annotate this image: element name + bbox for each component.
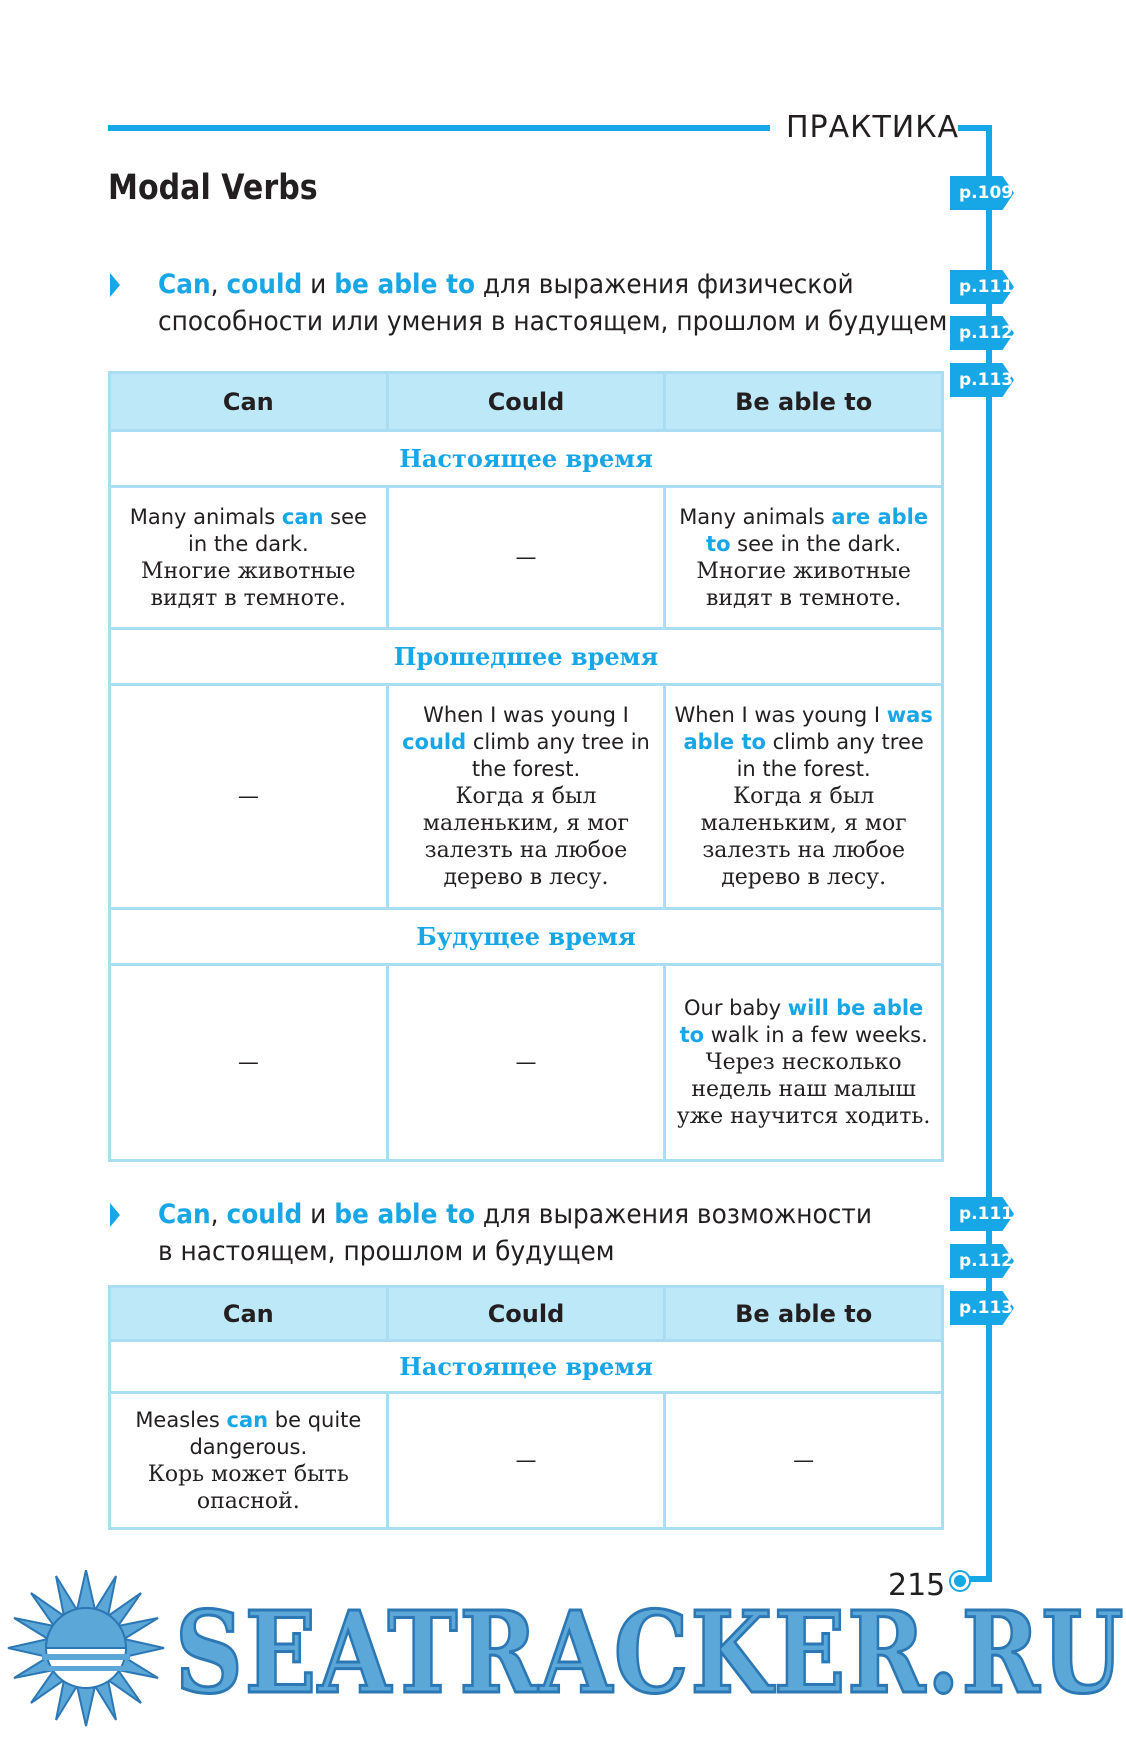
intro-comma: , [210,1199,219,1230]
bullet-marker-icon [110,273,120,297]
cell-present-can: Measles can be quite dangerous. Корь мож… [108,1391,389,1530]
column-header-be-able-to: Be able to [663,1285,944,1342]
side-rail-bottom [960,1576,992,1582]
tense-label-past: Прошедшее время [108,627,944,686]
page-title: Modal Verbs [108,168,318,208]
table-row: — — Our baby will be able to walk in a f… [108,963,944,1162]
example-ru: Многие животные видят в темноте. [141,558,356,611]
intro-rest: для выражения возможности [482,1199,873,1230]
page-number: 215 [888,1568,946,1603]
example-en: Many animals are able to see in the dark… [679,504,929,556]
bullet-marker-icon [110,1203,120,1227]
keyword-could: could [226,1199,303,1230]
tense-row-present: Настоящее время [108,1339,944,1394]
table-row: Many animals can see in the dark. Многие… [108,485,944,630]
cell-present-can: Many animals can see in the dark. Многие… [108,485,389,630]
ref-tab-p109[interactable]: p.109 [950,176,1014,210]
example-ru: Когда я был маленьким, я мог залезть на … [700,784,907,890]
cell-future-can: — [108,963,389,1162]
cell-future-could: — [385,963,667,1162]
keyword-be-able-to: be able to [334,269,476,300]
block2-intro-line1: Can, could и be able to для выражения во… [158,1196,872,1233]
cell-present-be-able-to: — [663,1391,944,1530]
example-en: When I was young I could climb any tree … [402,703,650,781]
column-header-can: Can [108,1285,389,1342]
ref-tab-p112-second[interactable]: p.112 [950,1244,1014,1278]
top-rule [108,125,770,131]
cell-past-be-able-to: When I was young I was able to climb any… [663,683,944,910]
ref-tab-p113[interactable]: p.113 [950,363,1014,397]
tense-label-present: Настоящее время [108,429,944,488]
side-rail [986,127,992,1582]
keyword-can: Can [158,269,211,300]
cell-present-could: — [385,485,667,630]
example-ru: Многие животные видят в темноте. [696,558,911,611]
ref-tab-p112[interactable]: p.112 [950,316,1014,350]
block2-intro: Can, could и be able to для выражения во… [158,1196,872,1270]
keyword-be-able-to: be able to [334,1199,476,1230]
tense-row-future: Будущее время [108,907,944,966]
intro-comma: , [210,269,219,300]
keyword-can: Can [158,1199,211,1230]
block2-intro-line2: в настоящем, прошлом и будущем [158,1236,615,1267]
table-header-row: Can Could Be able to [108,1285,944,1342]
block1-intro-line1: Can, could и be able to для выражения фи… [158,266,947,303]
cell-future-be-able-to: Our baby will be able to walk in a few w… [663,963,944,1162]
ref-tab-p111-second[interactable]: p.111 [950,1197,1014,1231]
cell-past-can: — [108,683,389,910]
column-header-can: Can [108,371,389,432]
table-header-row: Can Could Be able to [108,371,944,432]
intro-rest: для выражения физической [482,269,854,300]
example-en: Our baby will be able to walk in a few w… [679,996,928,1047]
column-header-could: Could [385,371,667,432]
example-ru: Корь может быть опасной. [147,1461,349,1514]
watermark-sun-icon [7,1570,165,1727]
example-ru: Когда я был маленьким, я мог залезть на … [422,784,630,890]
intro-and: и [310,269,327,300]
column-header-could: Could [385,1285,667,1342]
example-en: Measles can be quite dangerous. [135,1407,362,1459]
cell-present-be-able-to: Many animals are able to see in the dark… [663,485,944,630]
ability-table: Can Could Be able to Настоящее время Man… [108,371,944,1162]
example-en: When I was young I was able to climb any… [674,703,933,781]
section-label: ПРАКТИКА [786,110,960,145]
keyword-could: could [226,269,303,300]
tense-row-past: Прошедшее время [108,627,944,686]
block1-intro: Can, could и be able to для выражения фи… [158,266,947,340]
ref-tab-p113-second[interactable]: p.113 [950,1291,1014,1325]
column-header-be-able-to: Be able to [663,371,944,432]
page-dot-icon [951,1572,969,1590]
block1-intro-line2: способности или умения в настоящем, прош… [158,306,948,337]
table-row: Measles can be quite dangerous. Корь мож… [108,1391,944,1530]
ref-tab-p111[interactable]: p.111 [950,270,1014,304]
tense-row-present: Настоящее время [108,429,944,488]
table-row: — When I was young I could climb any tre… [108,683,944,910]
tense-label-future: Будущее время [108,907,944,966]
cell-past-could: When I was young I could climb any tree … [385,683,667,910]
possibility-table: Can Could Be able to Настоящее время Mea… [108,1285,944,1530]
cell-present-could: — [385,1391,667,1530]
watermark-text: SEATRACKER.RU [174,1587,1126,1721]
tense-label-present: Настоящее время [108,1339,944,1394]
intro-and: и [310,1199,327,1230]
side-rail-top [958,125,992,131]
example-en: Many animals can see in the dark. [129,504,367,556]
example-ru: Через несколько недель наш малыш уже нау… [676,1050,931,1129]
